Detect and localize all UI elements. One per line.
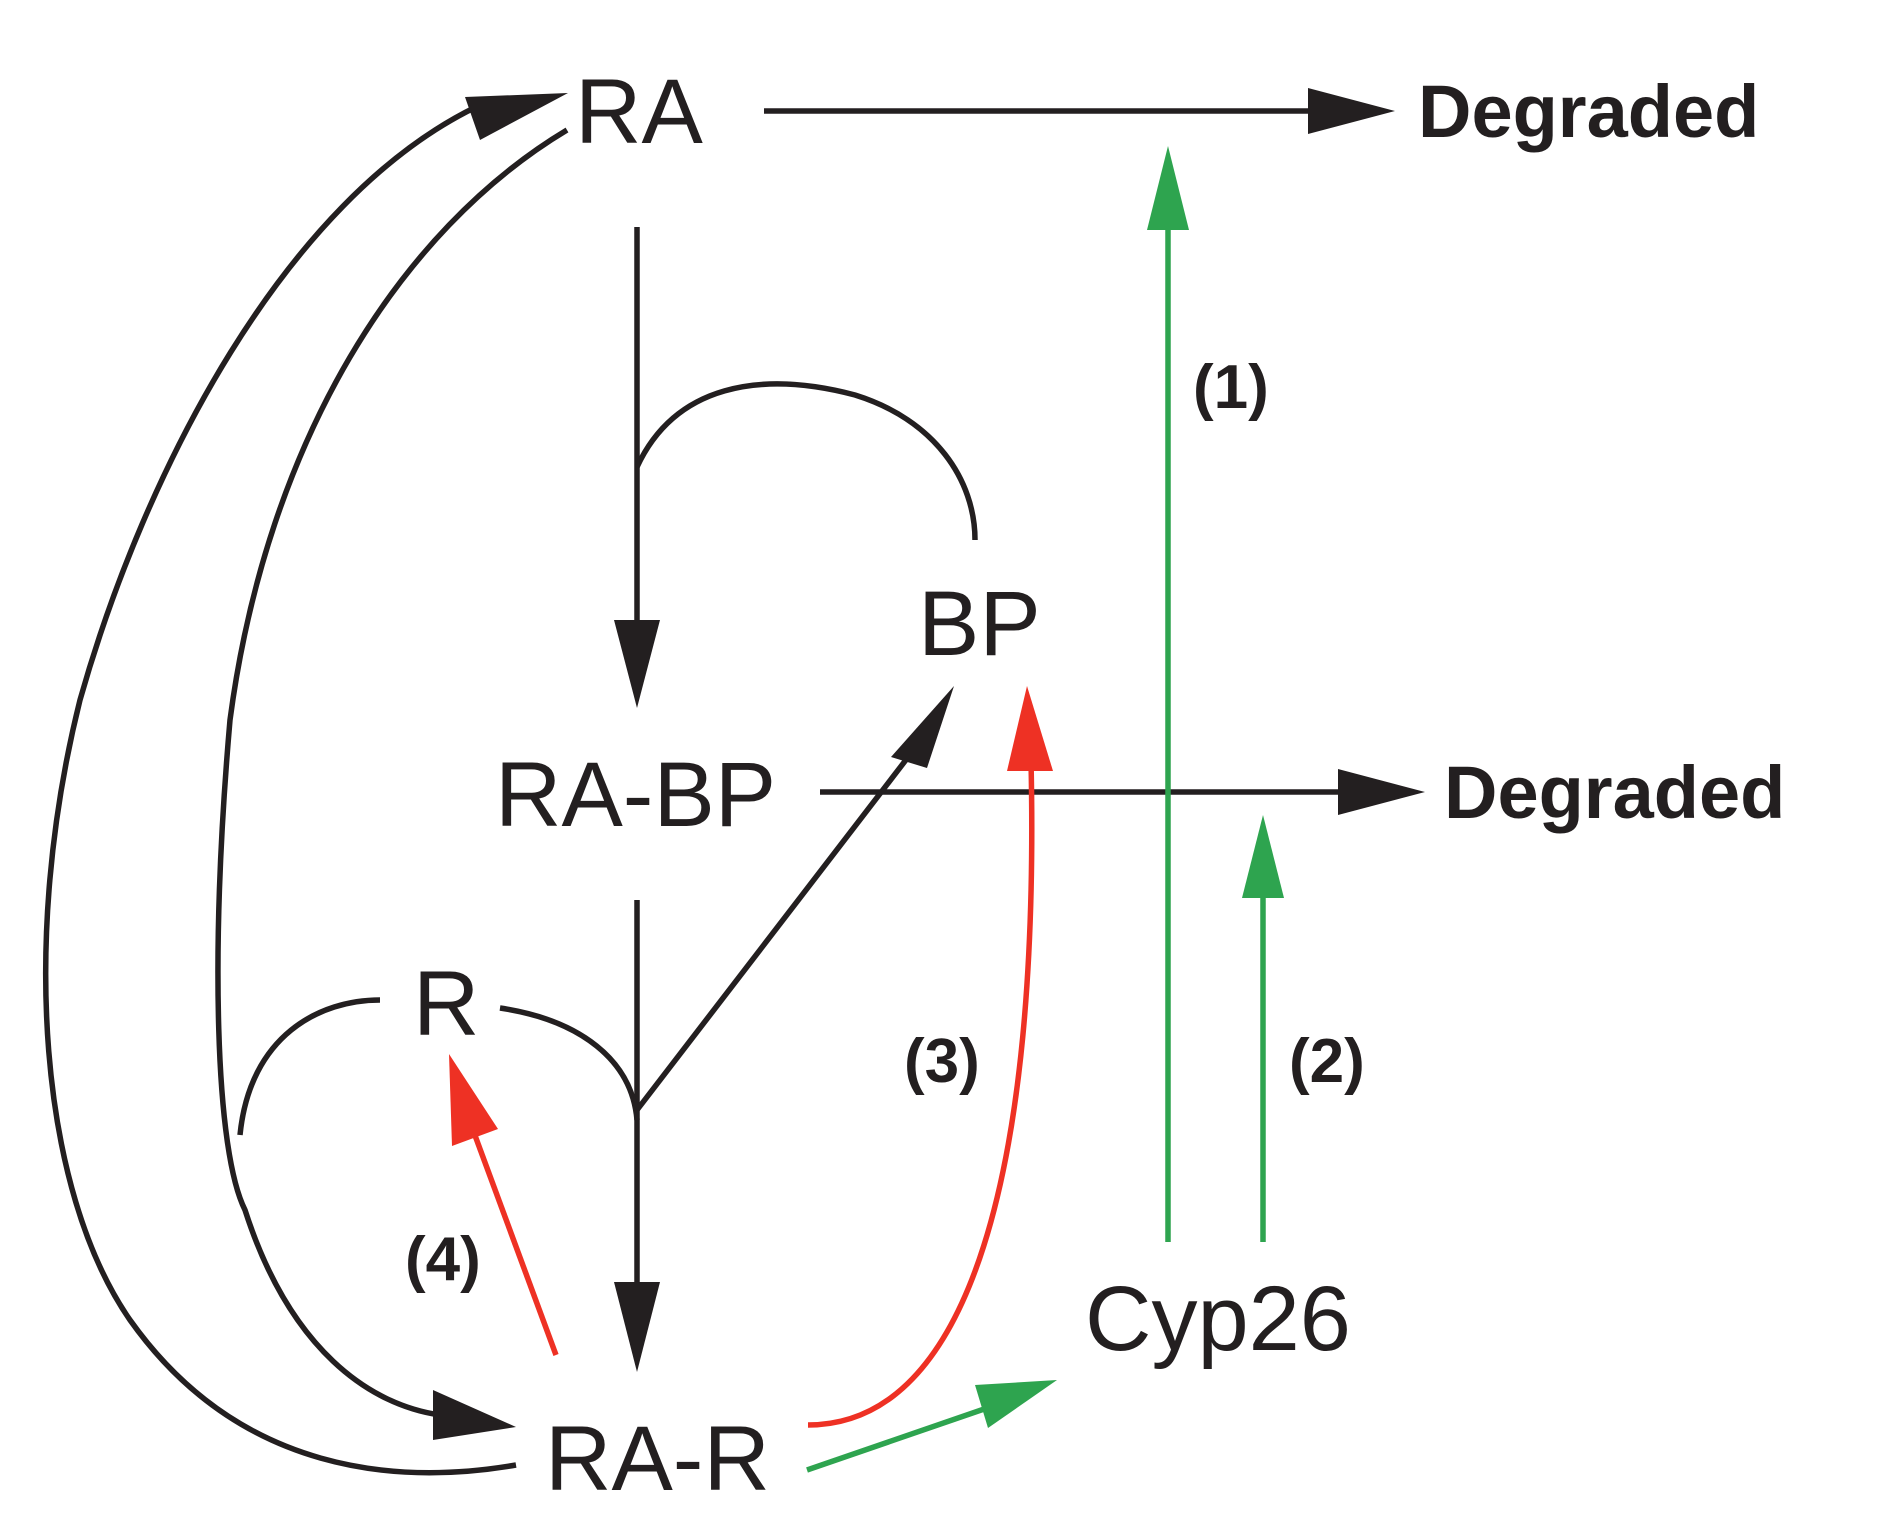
step4-rar-to-r-arrowhead bbox=[449, 1054, 498, 1146]
step4-rar-to-r-line bbox=[470, 1129, 559, 1356]
node-ra-r: RA-R bbox=[545, 1408, 770, 1510]
node-r: R bbox=[413, 953, 479, 1055]
step-3-label: (3) bbox=[904, 1027, 980, 1096]
node-bp: BP bbox=[918, 573, 1041, 675]
step3-rar-to-bp-arrowhead bbox=[1007, 686, 1053, 771]
ra-to-rar-inner-arrowhead bbox=[433, 1390, 516, 1440]
rar-to-cyp26-arrowhead bbox=[975, 1380, 1057, 1428]
rar-to-ra-outer-arrowhead bbox=[465, 93, 568, 140]
rar-to-ra-outer-curve bbox=[42, 104, 517, 1476]
ra-to-rabp-arrowhead bbox=[614, 620, 660, 708]
node-ra-bp: RA-BP bbox=[495, 744, 776, 846]
release-bp-arrowhead bbox=[891, 686, 954, 768]
step-4-label: (4) bbox=[405, 1225, 481, 1294]
step3-rar-to-bp-curve bbox=[807, 759, 1035, 1428]
red-edges bbox=[449, 686, 1053, 1428]
ra-to-degraded-arrowhead bbox=[1308, 88, 1395, 134]
rabp-to-rar-arrowhead bbox=[614, 1282, 660, 1372]
rar-to-cyp26-line bbox=[806, 1404, 991, 1473]
step-2-label: (2) bbox=[1289, 1027, 1365, 1096]
degraded-middle-label: Degraded bbox=[1444, 751, 1785, 834]
degraded-top-label: Degraded bbox=[1418, 70, 1759, 153]
green-edges bbox=[806, 146, 1284, 1473]
bp-binding-curve bbox=[634, 381, 978, 541]
node-ra: RA bbox=[575, 61, 703, 163]
r-to-inner-curve bbox=[237, 997, 381, 1136]
rabp-to-degraded-arrowhead bbox=[1338, 769, 1425, 815]
black-edges bbox=[42, 88, 1425, 1476]
r-binding-curve bbox=[499, 1005, 640, 1121]
node-cyp26: Cyp26 bbox=[1085, 1268, 1351, 1370]
ra-to-rar-inner-curve bbox=[215, 127, 569, 1418]
step1-cyp26-to-ra-degradation-arrowhead bbox=[1147, 146, 1189, 230]
step2-cyp26-to-rabp-degradation-arrowhead bbox=[1242, 815, 1284, 898]
release-bp-line bbox=[634, 750, 915, 1112]
step-1-label: (1) bbox=[1193, 353, 1269, 422]
